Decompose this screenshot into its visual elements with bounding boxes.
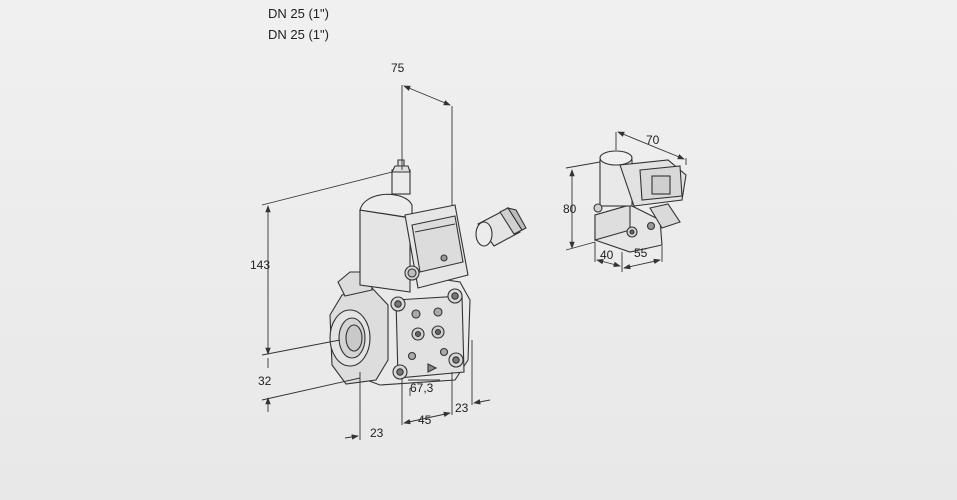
dim-flange: 67,3 [410, 381, 434, 395]
dimension-lines [261, 85, 687, 440]
cable-gland-plug [475, 207, 527, 247]
dim-small-width: 70 [646, 133, 660, 147]
size-label-1: DN 25 (1") [268, 6, 329, 21]
dim-width-top: 75 [391, 61, 405, 75]
dim-height-low: 32 [258, 374, 272, 388]
dim-small-depth: 40 [600, 248, 614, 262]
compact-valve-assembly [593, 150, 687, 253]
dim-small-width-bottom: 55 [634, 246, 648, 260]
dim-depth-right: 23 [455, 401, 469, 415]
valve-assembly [329, 159, 471, 386]
dim-depth-mid: 45 [418, 413, 432, 427]
dim-height-total: 143 [250, 258, 270, 272]
dim-small-height: 80 [563, 202, 577, 216]
size-label-2: DN 25 (1") [268, 27, 329, 42]
dim-depth-left: 23 [370, 426, 384, 440]
